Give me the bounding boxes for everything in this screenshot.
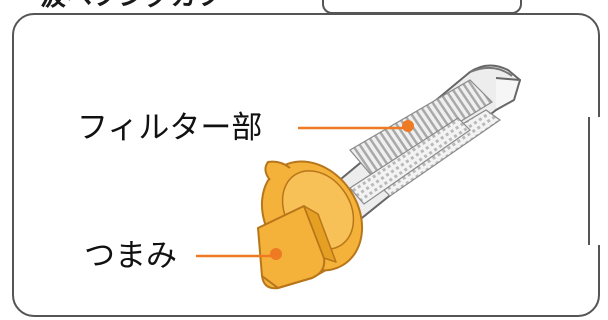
knob-label: つまみ <box>84 238 177 274</box>
knob-illustration <box>257 205 337 290</box>
knob-marker-dot <box>270 248 282 260</box>
panel-notch-lower <box>588 175 600 245</box>
filter-label: フィルター部 <box>77 110 263 146</box>
filter-marker-dot <box>402 120 414 132</box>
section-title: 汲ペフングカフ <box>40 0 223 10</box>
panel-notch-upper <box>588 117 600 187</box>
